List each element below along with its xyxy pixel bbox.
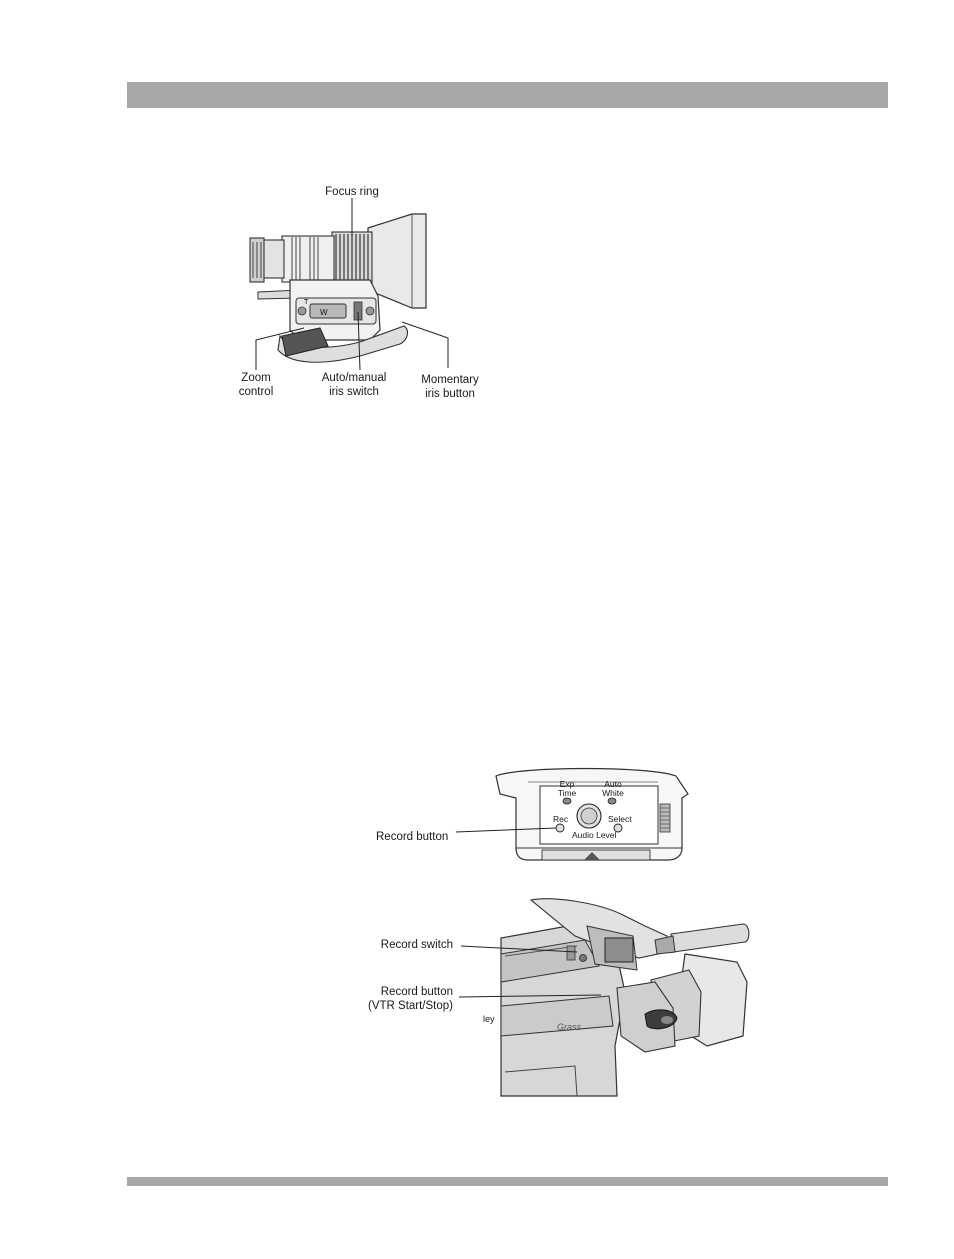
record-button-vtr-label-line2: (VTR Start/Stop)	[368, 1000, 453, 1012]
select-label: Select	[608, 814, 632, 824]
zoom-control-label: Zoom control	[226, 371, 286, 399]
auto-white-label-line2: White	[602, 788, 624, 798]
camera-illustration: ley Grass Record switch Record button (V…	[355, 896, 755, 1097]
record-button-vtr-label: Record button (VTR Start/Stop)	[345, 985, 453, 1013]
audio-level-label: Audio Level	[572, 830, 617, 840]
exp-time-label-line1: Exp	[559, 779, 575, 789]
iris-switch-label-line1: Auto/manual	[321, 372, 387, 384]
footer-bar	[127, 1177, 888, 1186]
iris-switch-label: Auto/manual iris switch	[316, 371, 392, 399]
auto-white-label: Auto White	[599, 780, 627, 798]
focus-ring-label: Focus ring	[325, 186, 379, 198]
zoom-control-label-line1: Zoom	[241, 372, 271, 384]
zoom-control-label-line2: control	[238, 386, 274, 398]
record-switch-label: Record switch	[380, 939, 453, 951]
momentary-iris-label-line2: iris button	[425, 388, 475, 400]
momentary-iris-label: Momentary iris button	[412, 373, 488, 401]
camera-body-text: ley	[483, 1014, 495, 1024]
control-panel-illustration: Record button Exp Time Auto White Rec Se…	[370, 764, 690, 866]
record-button-label: Record button	[376, 831, 449, 843]
header-bar	[127, 82, 888, 108]
lens-illustration: W T Focus ring Zoom control Auto/manual …	[220, 180, 490, 410]
exp-time-label: Exp Time	[554, 780, 580, 798]
lens-mark-t: T	[304, 299, 309, 306]
rec-label: Rec	[553, 814, 569, 824]
lens-mark-w: W	[320, 308, 328, 317]
auto-white-label-line1: Auto	[604, 779, 622, 789]
record-button-vtr-label-line1: Record button	[380, 986, 453, 998]
brand-mark: Grass	[557, 1022, 582, 1032]
momentary-iris-label-line1: Momentary	[421, 374, 479, 386]
iris-switch-label-line2: iris switch	[329, 386, 379, 398]
exp-time-label-line2: Time	[557, 788, 577, 798]
